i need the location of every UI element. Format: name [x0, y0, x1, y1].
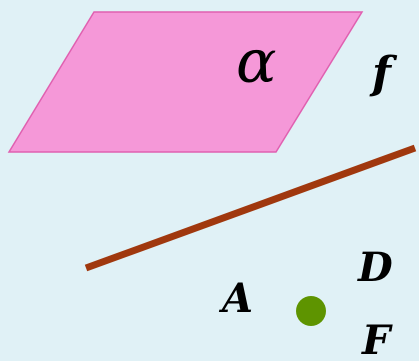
- point-marker: [296, 296, 326, 326]
- point-f-label: F: [361, 317, 393, 361]
- line-f-label: f: [369, 48, 398, 99]
- point-d-label: D: [357, 244, 393, 291]
- plane-alpha-label: α: [236, 27, 277, 97]
- point-a-label: A: [218, 275, 253, 322]
- plane-alpha: [7, 11, 364, 153]
- line-f: [84, 144, 417, 272]
